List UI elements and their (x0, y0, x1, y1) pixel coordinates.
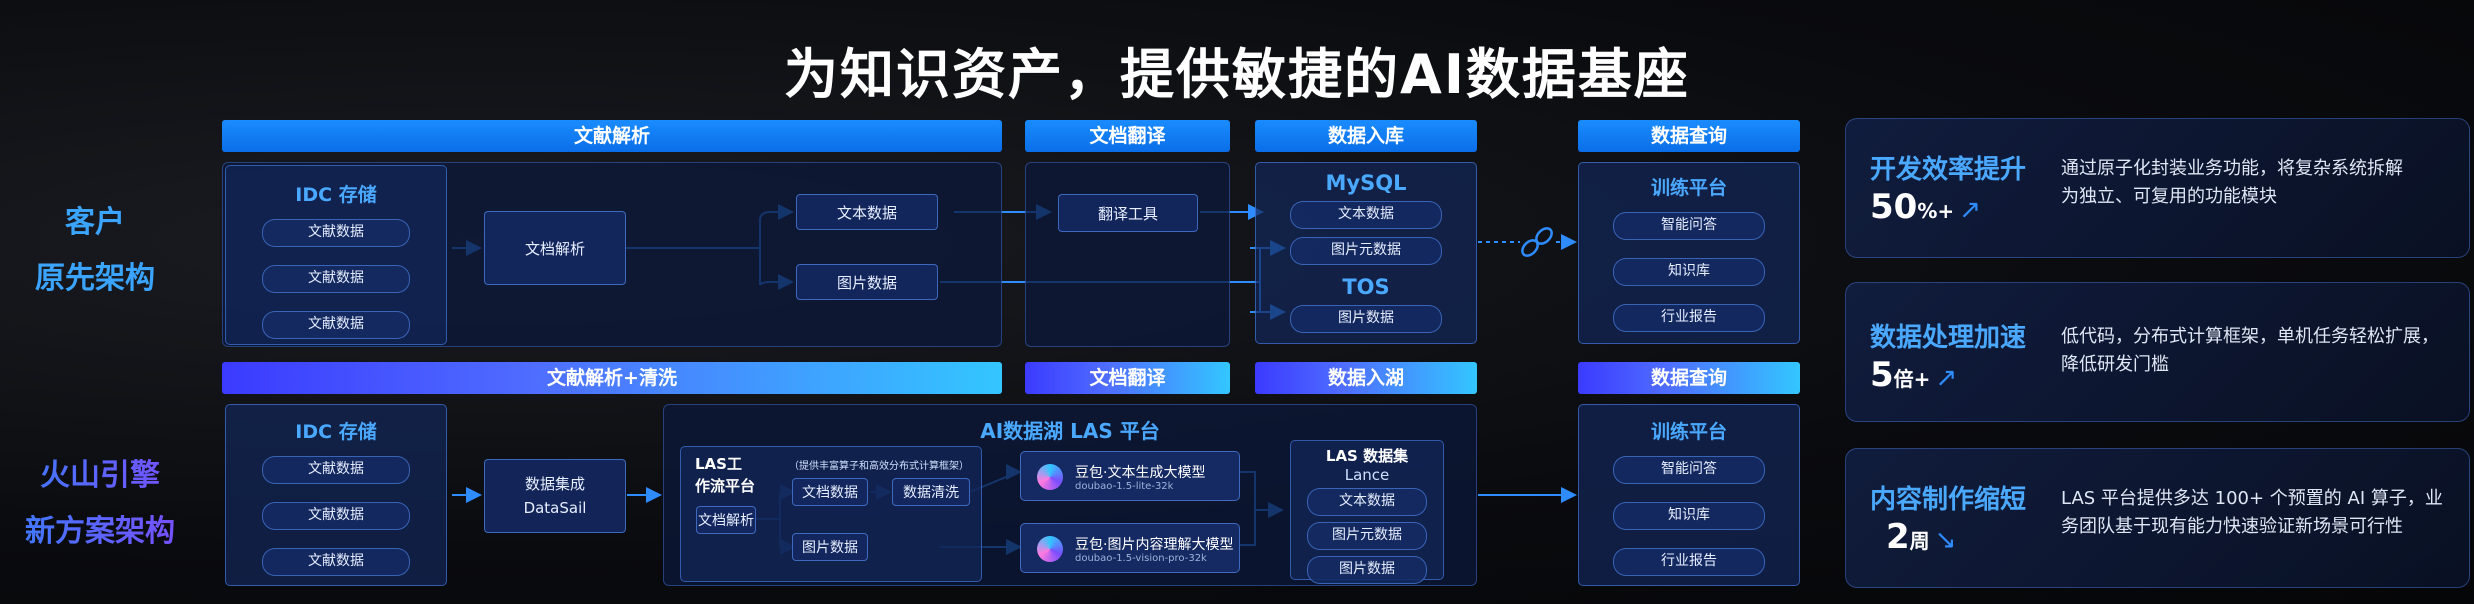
model-name: 豆包·图片内容理解大模型 (1075, 537, 1234, 553)
card-unit: 倍+ (1893, 367, 1931, 391)
tos-item: 图片数据 (1290, 305, 1442, 333)
card-desc: 低代码，分布式计算框架，单机任务轻松扩展， 降低研发门槛 (2061, 323, 2439, 379)
page-title: 为知识资产，提供敏捷的AI数据基座 (784, 43, 1690, 106)
train-panel-2: 训练平台 智能问答 知识库 行业报告 (1578, 404, 1800, 586)
trend-up-icon: ↗ (1935, 363, 1958, 393)
card-desc-line: 为独立、可复用的功能模块 (2061, 186, 2277, 207)
header-ingest-lake: 数据入湖 (1255, 362, 1477, 394)
header-translate: 文档翻译 (1025, 120, 1230, 152)
card-desc-line: 务团队基于现有能力快速验证新场景可行性 (2061, 516, 2403, 537)
idc-storage: IDC 存储 文献数据 文献数据 文献数据 (225, 165, 447, 345)
card-title: 数据处理加速 (1870, 323, 2027, 353)
header-query-2: 数据查询 (1578, 362, 1800, 394)
dataset-sub: Lance (1344, 466, 1390, 484)
train-item: 行业报告 (1613, 548, 1765, 576)
row-label-line: 新方案架构 (25, 514, 175, 549)
doubao-logo-icon (1037, 464, 1063, 490)
header-parse: 文献解析 (222, 120, 1002, 152)
card-value: 50 (1870, 187, 1918, 227)
model-name: 豆包·文本生成大模型 (1075, 465, 1206, 481)
idc-item: 文献数据 (262, 265, 410, 293)
idc-title: IDC 存储 (295, 421, 377, 443)
card-title: 内容制作缩短 (1870, 485, 2027, 515)
tos-title: TOS (1342, 275, 1390, 299)
card-metric: 50%+ ↗ (1870, 187, 1981, 227)
dataset-item: 文本数据 (1307, 488, 1427, 516)
las-dataset: LAS 数据集 Lance 文本数据 图片元数据 图片数据 (1290, 440, 1444, 584)
train-item: 智能问答 (1613, 456, 1765, 484)
dataset-item: 图片元数据 (1307, 522, 1427, 550)
model-vision: 豆包·图片内容理解大模型 doubao-1.5-vision-pro-32k (1020, 523, 1240, 573)
datasail-box: 数据集成 DataSail (484, 459, 626, 533)
row-label-line: 原先架构 (35, 261, 155, 296)
model-text-gen: 豆包·文本生成大模型 doubao-1.5-lite-32k (1020, 451, 1240, 501)
model-id: doubao-1.5-vision-pro-32k (1075, 553, 1207, 564)
train-panel: 训练平台 智能问答 知识库 行业报告 (1578, 162, 1800, 344)
mysql-title: MySQL (1325, 171, 1407, 195)
doc-parse-box: 文档解析 (484, 211, 626, 285)
data-clean-box: 数据清洗 (892, 478, 970, 506)
translate-tool-box: 翻译工具 (1058, 194, 1198, 232)
card-unit: %+ (1917, 199, 1955, 223)
db-panel: MySQL 文本数据 图片元数据 TOS 图片数据 (1255, 162, 1477, 344)
card-metric: 2周 ↘ (1886, 517, 1957, 557)
card-metric: 5倍+ ↗ (1870, 355, 1957, 395)
doc-parse-box-2: 文档解析 (696, 506, 756, 534)
row-label-line: 客户 (65, 205, 125, 240)
card-value: 2 (1886, 517, 1910, 557)
dataset-title: LAS 数据集 (1325, 447, 1409, 465)
datasail-line: DataSail (523, 499, 587, 517)
workflow-note: （提供丰富算子和高效分布式计算框架） (789, 461, 969, 472)
train-title: 训练平台 (1650, 177, 1727, 199)
idc-item: 文献数据 (262, 548, 410, 576)
train-title: 训练平台 (1650, 421, 1727, 443)
card-desc: LAS 平台提供多达 100+ 个预置的 AI 算子，业 务团队基于现有能力快速… (2061, 485, 2443, 541)
card-desc: 通过原子化封装业务功能，将复杂系统拆解 为独立、可复用的功能模块 (2061, 155, 2403, 211)
idc-item: 文献数据 (262, 502, 410, 530)
model-id: doubao-1.5-lite-32k (1075, 481, 1174, 492)
header-ingest: 数据入库 (1255, 120, 1477, 152)
idc-item: 文献数据 (262, 456, 410, 484)
translate-panel (1025, 162, 1230, 347)
mysql-item: 图片元数据 (1290, 237, 1442, 265)
card-processing-speed: 数据处理加速 5倍+ ↗ 低代码，分布式计算框架，单机任务轻松扩展， 降低研发门… (1845, 282, 2470, 422)
card-value: 5 (1870, 355, 1894, 395)
idc-item: 文献数据 (262, 311, 410, 339)
header-parse-clean: 文献解析+清洗 (222, 362, 1002, 394)
doubao-logo-icon (1037, 536, 1063, 562)
dataset-item: 图片数据 (1307, 556, 1427, 584)
trend-up-icon: ↗ (1959, 195, 1982, 225)
datasail-line: 数据集成 (524, 475, 585, 493)
text-data-box: 文本数据 (796, 194, 938, 230)
train-item: 行业报告 (1613, 304, 1765, 332)
idc-item: 文献数据 (262, 219, 410, 247)
row-label-line: 火山引擎 (40, 458, 160, 493)
link-icon (1521, 227, 1553, 257)
card-desc-line: 降低研发门槛 (2061, 354, 2169, 375)
card-desc-line: 通过原子化封装业务功能，将复杂系统拆解 (2061, 158, 2403, 179)
card-dev-efficiency: 开发效率提升 50%+ ↗ 通过原子化封装业务功能，将复杂系统拆解 为独立、可复… (1845, 118, 2470, 258)
card-title: 开发效率提升 (1870, 155, 2027, 185)
header-query: 数据查询 (1578, 120, 1800, 152)
doc-data-box: 文档数据 (792, 478, 868, 506)
mysql-item: 文本数据 (1290, 201, 1442, 229)
row-label-volcengine: 火山引擎 新方案架构 (10, 448, 190, 560)
idc-title: IDC 存储 (295, 184, 377, 206)
header-translate-2: 文档翻译 (1025, 362, 1230, 394)
train-item: 智能问答 (1613, 212, 1765, 240)
train-item: 知识库 (1613, 258, 1765, 286)
trend-down-icon: ↘ (1934, 525, 1957, 555)
train-item: 知识库 (1613, 502, 1765, 530)
row-label-customer: 客户 原先架构 (20, 195, 170, 307)
image-data-box-2: 图片数据 (792, 533, 868, 561)
card-unit: 周 (1909, 529, 1930, 553)
card-production-time: 内容制作缩短 2周 ↘ LAS 平台提供多达 100+ 个预置的 AI 算子，业… (1845, 448, 2470, 588)
card-desc-line: LAS 平台提供多达 100+ 个预置的 AI 算子，业 (2061, 488, 2443, 509)
image-data-box: 图片数据 (796, 264, 938, 300)
workflow-title: LAS工作流平台 (695, 455, 756, 495)
idc-storage-2: IDC 存储 文献数据 文献数据 文献数据 (225, 404, 447, 586)
las-title: AI数据湖 LAS 平台 (980, 419, 1160, 443)
card-desc-line: 低代码，分布式计算框架，单机任务轻松扩展， (2061, 326, 2439, 347)
